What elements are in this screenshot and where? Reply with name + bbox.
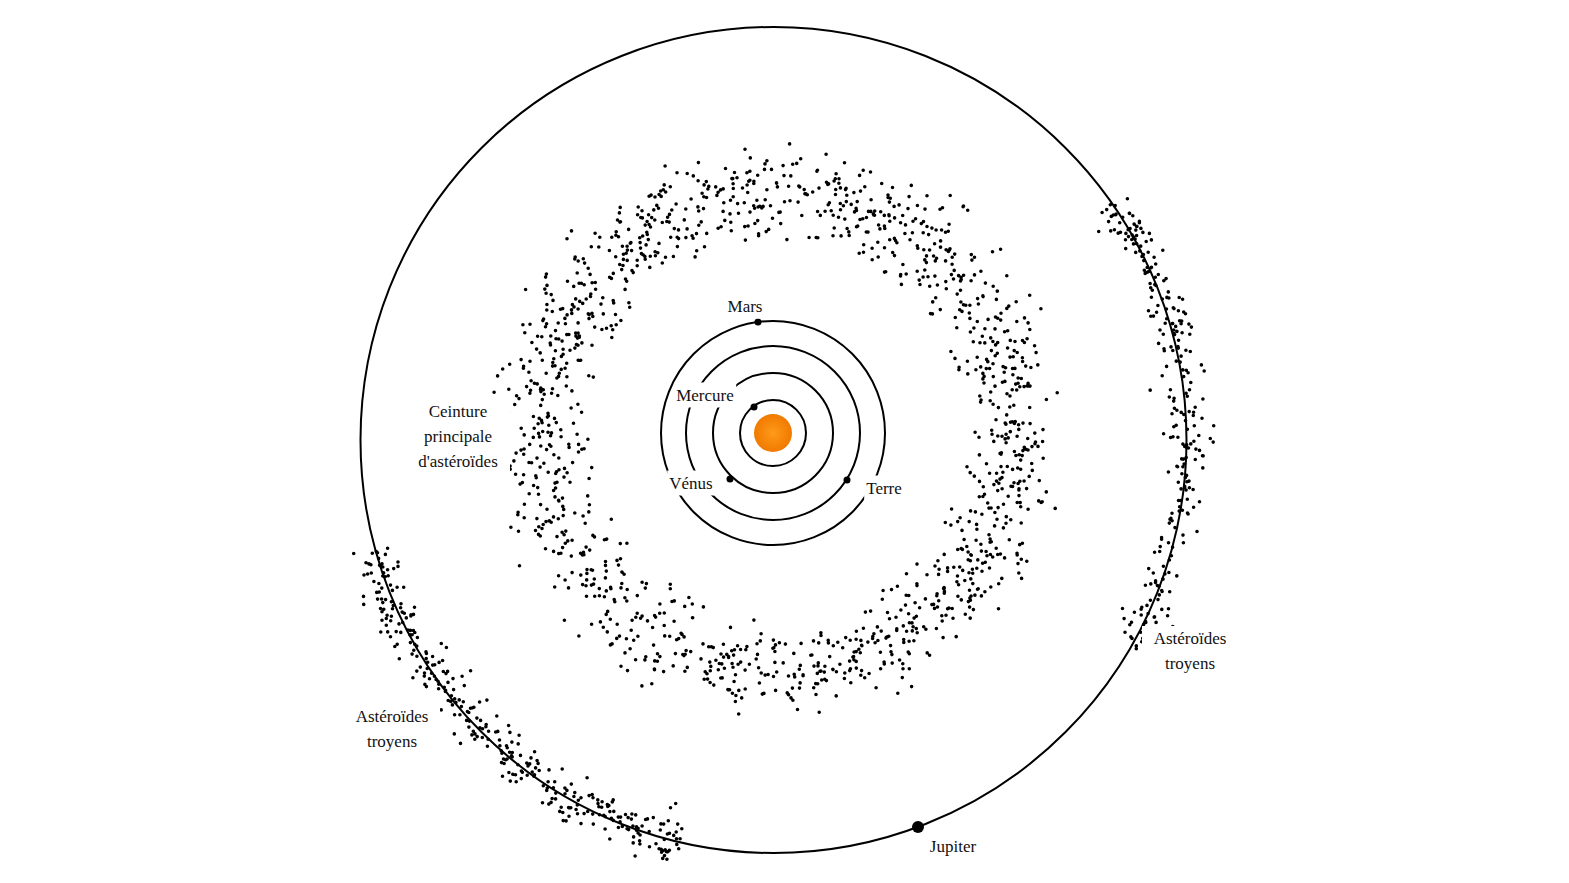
venus-planet	[727, 476, 734, 483]
region-label: Astéroïdes troyens	[1142, 626, 1238, 676]
earth-planet	[844, 477, 851, 484]
trojan-asteroids-l4	[1097, 197, 1216, 653]
planet-label: Jupiter	[928, 834, 978, 859]
mars-orbit	[661, 321, 885, 545]
jupiter-orbit	[361, 27, 1187, 853]
jupiter-planet	[912, 821, 924, 833]
mercury-planet	[751, 404, 758, 411]
planet-label: Vénus	[667, 471, 714, 496]
region-label: Ceinture principale d'astéroïdes	[406, 399, 510, 474]
planet-label: Terre	[864, 476, 904, 501]
region-label: Astéroïdes troyens	[344, 704, 440, 754]
asteroid-belt	[486, 142, 1060, 716]
mercury-orbit	[740, 400, 806, 466]
mars-planet	[755, 319, 762, 326]
planet-label: Mercure	[674, 383, 736, 408]
sun	[754, 414, 792, 452]
planet-label: Mars	[726, 294, 765, 319]
